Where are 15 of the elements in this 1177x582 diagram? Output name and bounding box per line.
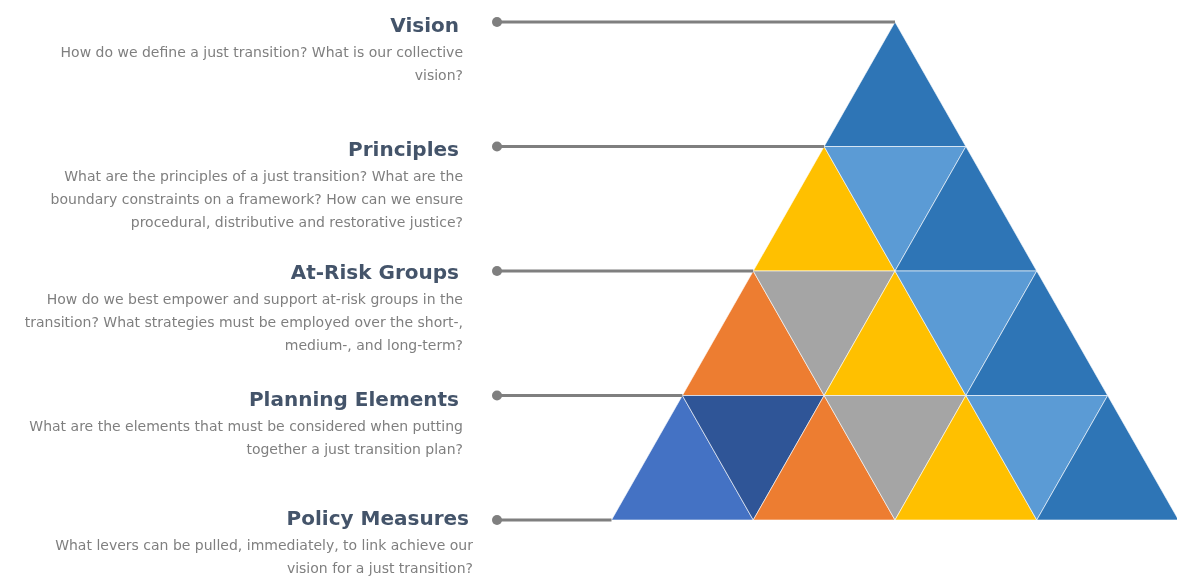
section-heading: Planning Elements — [248, 386, 459, 413]
leader-line — [492, 266, 754, 276]
question-text: What are the elements that must be considered when putting together a just transition plan? — [28, 417, 463, 459]
question-text: How do we define a just transition? What is our collective vision? — [59, 43, 463, 85]
section-heading: Principles — [348, 136, 459, 163]
leader-line — [492, 390, 683, 401]
question-text: How do we best empower and support at-risk groups in the transition? What strategies must be employed over the short-, medium-, and long-term? — [23, 290, 463, 355]
section-heading: Policy Measures — [286, 505, 469, 532]
question-text: What are the principles of a just transition? What are the boundary constraints on a framework? How can we ensure procedural, distributive and restorative justice? — [49, 167, 463, 232]
leader-line — [492, 141, 825, 152]
question-text: What levers can be pulled, immediately, to link achieve our vision for a just transition? — [54, 536, 473, 578]
section-heading: Vision — [390, 12, 459, 39]
leader-line — [492, 515, 612, 525]
leader-line — [492, 17, 895, 27]
section-heading: At-Risk Groups — [290, 259, 459, 286]
